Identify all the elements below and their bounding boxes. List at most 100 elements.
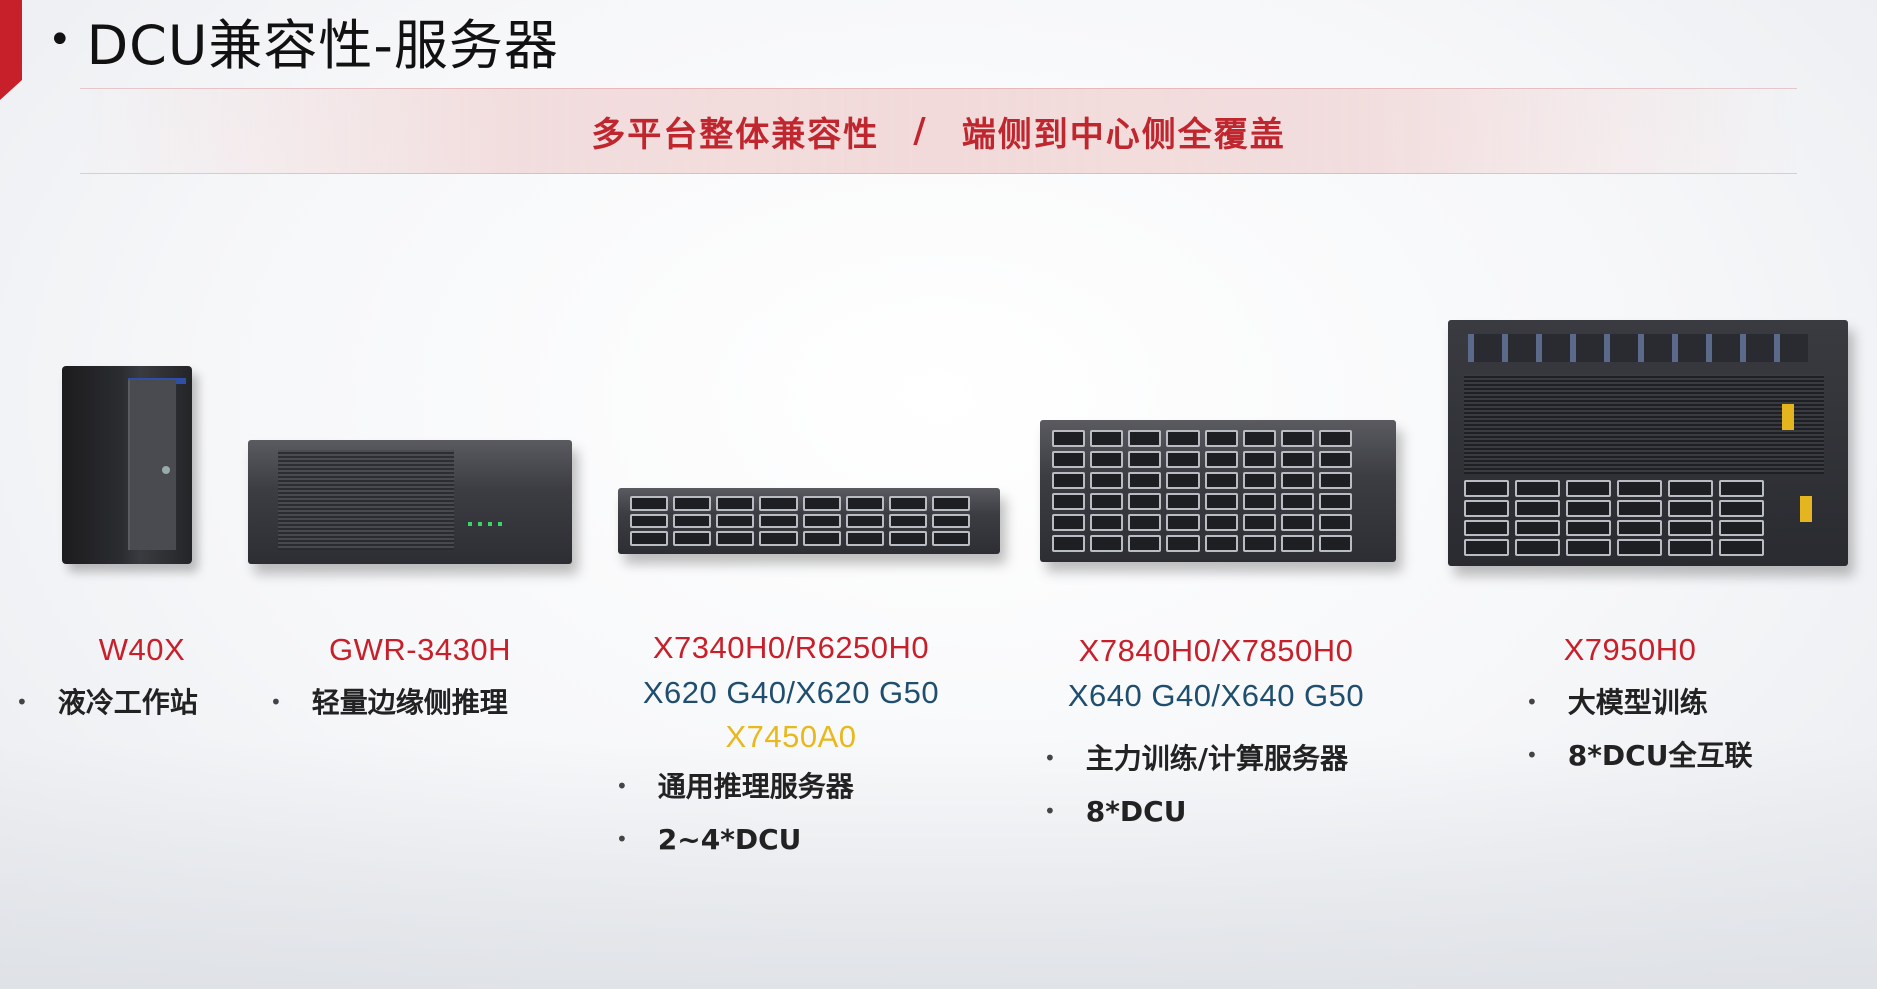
drive-bay [1280, 430, 1314, 447]
product-features-x7840h0: •主力训练/计算服务器 • 8*DCU [1044, 732, 1348, 838]
server-front-mesh [1464, 374, 1824, 474]
list-item: •大模型训练 [1526, 676, 1752, 729]
drive-bay [1242, 535, 1276, 552]
drive-bay [1090, 472, 1124, 489]
drive-bay [1090, 514, 1124, 531]
feature-text: 2~4*DCU [657, 823, 802, 856]
bullet-icon: • [616, 827, 628, 851]
drive-bay [1090, 493, 1124, 510]
product-model-w40x: W40X [72, 632, 212, 668]
product-features-x7340h0: • 通用推理服务器 • 2~4*DCU [616, 760, 854, 866]
bullet-icon: • [1044, 746, 1056, 770]
bullet-icon: • [270, 690, 282, 714]
list-item: • 8*DCU [1044, 785, 1348, 838]
model-text: X640 G40/X640 G50 [1067, 678, 1365, 713]
drive-bay [1166, 430, 1200, 447]
model-text: X7840H0/X7850H0 [1078, 633, 1354, 668]
list-item: • 2~4*DCU [616, 813, 854, 866]
drive-bay [1052, 493, 1086, 510]
list-item: • 通用推理服务器 [616, 760, 854, 813]
drive-bay [1719, 499, 1764, 517]
drive-bay [1318, 472, 1352, 489]
drive-bay [1052, 514, 1086, 531]
drive-bay [1719, 480, 1764, 497]
drive-bay [1719, 539, 1764, 556]
drive-bay [802, 513, 841, 529]
drive-bay [716, 513, 755, 529]
feature-text: 大模型训练 [1567, 686, 1708, 719]
server-top-modules [1468, 334, 1808, 362]
banner-separator: / [913, 111, 928, 151]
drive-bay [1318, 493, 1352, 510]
warning-label-icon [1782, 404, 1794, 430]
drive-bay [1280, 472, 1314, 489]
drive-bay [1204, 514, 1238, 531]
product-model-x7950h0: X7950H0 [1530, 632, 1730, 668]
warning-label-icon [1800, 496, 1812, 522]
floor-reflection [0, 739, 1877, 989]
x7840h0-server-image [1040, 420, 1396, 562]
drive-bay [1318, 535, 1352, 552]
drive-bay [1280, 514, 1314, 531]
drive-bay [1128, 430, 1162, 447]
drive-bay [1052, 430, 1086, 447]
drive-bay-grid [1052, 430, 1352, 552]
drive-bay [845, 531, 884, 546]
feature-text: 通用推理服务器 [657, 770, 854, 803]
x7950h0-server-image [1448, 320, 1848, 566]
drive-bay [1052, 535, 1086, 552]
drive-bay [1318, 451, 1352, 468]
drive-bay [1617, 519, 1662, 537]
drive-bay [1090, 451, 1124, 468]
model-text: X7450A0 [725, 719, 857, 754]
drive-bay [1280, 493, 1314, 510]
drive-bay [1204, 430, 1238, 447]
drive-bay [1668, 480, 1713, 497]
drive-bay [888, 496, 927, 511]
drive-bay [1668, 539, 1713, 556]
drive-bay [1566, 519, 1611, 537]
drive-bay-grid [1464, 480, 1764, 556]
drive-bay [802, 531, 841, 546]
drive-bay [1668, 519, 1713, 537]
drive-bay [1464, 519, 1509, 537]
drive-bay [1052, 472, 1086, 489]
product-model-x7450a0: X7450A0 [600, 719, 982, 755]
drive-bay [630, 513, 669, 529]
product-model-x620: X620 G40/X620 G50 [600, 675, 982, 711]
drive-bay-grid [630, 496, 970, 546]
drive-bay [1242, 451, 1276, 468]
drive-bay [630, 496, 669, 511]
drive-bay [759, 531, 798, 546]
drive-bay [1566, 499, 1611, 517]
drive-bay [759, 496, 798, 511]
bullet-icon: • [616, 774, 628, 798]
slide-title-text: DCU兼容性-服务器 [86, 13, 559, 77]
bullet-icon: • [1526, 743, 1538, 767]
drive-bay [1617, 499, 1662, 517]
model-text: X7340H0/R6250H0 [652, 630, 930, 665]
drive-bay [1318, 514, 1352, 531]
drive-bay [1204, 535, 1238, 552]
product-features-x7950h0: •大模型训练 •8*DCU全互联 [1526, 676, 1752, 782]
bullet-icon: • [16, 690, 28, 714]
drive-bay [1128, 535, 1162, 552]
drive-bay [1242, 430, 1276, 447]
drive-bay [1204, 451, 1238, 468]
drive-bay [1204, 493, 1238, 510]
drive-bay [1242, 472, 1276, 489]
drive-bay [1052, 451, 1086, 468]
drive-bay [802, 496, 841, 511]
list-item: •主力训练/计算服务器 [1044, 732, 1348, 785]
feature-text: 8*DCU [1085, 795, 1187, 828]
bullet-icon: • [1044, 799, 1056, 823]
drive-bay [1668, 499, 1713, 517]
drive-bay [1242, 514, 1276, 531]
drive-bay [716, 531, 755, 546]
drive-bay [888, 513, 927, 529]
status-leds-icon [468, 522, 508, 526]
drive-bay [845, 496, 884, 511]
feature-text: 液冷工作站 [57, 686, 198, 719]
product-features-w40x: • 液冷工作站 [16, 676, 198, 729]
drive-bay [1515, 499, 1560, 517]
